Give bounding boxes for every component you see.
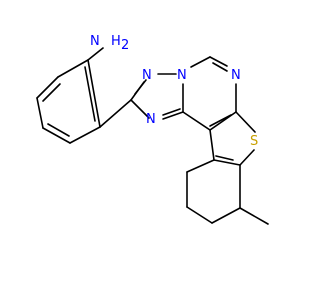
bond-double: [212, 62, 228, 72]
bond: [209, 129, 215, 161]
triazole-n1-label: N: [142, 68, 152, 83]
bond-double: [42, 83, 61, 102]
amine-nitrogen-label: N: [90, 34, 100, 49]
bond: [57, 59, 89, 78]
thiophene-sulfur-label: S: [250, 134, 258, 149]
bond-double: [84, 66, 96, 122]
pyrimidine-nitrogen-label: N: [231, 68, 241, 83]
bond: [69, 126, 101, 144]
bond: [182, 111, 211, 131]
triazole-n2-label: N: [177, 68, 187, 83]
bond: [211, 207, 241, 224]
bond: [99, 99, 132, 128]
bond: [87, 47, 104, 61]
atom-labels: N H 2 N N N N S: [90, 34, 258, 149]
structure-canvas: N H 2 N N N N S: [36, 34, 269, 225]
bond: [162, 111, 184, 120]
bonds: [36, 47, 269, 225]
bond-double: [134, 79, 147, 95]
amine-hydrogen-label: H: [111, 34, 121, 49]
bond: [186, 159, 215, 173]
bond: [235, 111, 256, 133]
bond: [239, 149, 255, 166]
bond-methyl: [239, 207, 269, 225]
bond: [36, 76, 59, 99]
bond-double: [215, 155, 234, 161]
bond: [36, 97, 44, 129]
amine-subscript-label: 2: [121, 38, 129, 53]
bond-double: [209, 114, 232, 127]
bond: [213, 159, 241, 166]
bond-double: [47, 123, 70, 137]
bond: [209, 56, 228, 67]
bond: [209, 111, 237, 131]
bond: [42, 127, 71, 144]
bond: [186, 206, 213, 224]
bond-double: [162, 108, 181, 116]
triazole-n3-label: N: [146, 112, 156, 127]
bond: [190, 56, 211, 68]
bond: [130, 99, 150, 119]
bond: [87, 59, 101, 128]
